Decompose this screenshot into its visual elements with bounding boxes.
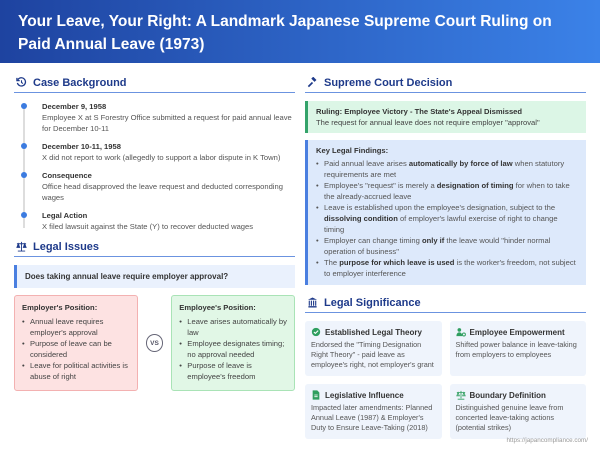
timeline-dot-icon <box>21 212 27 218</box>
card-text: Shifted power balance in leave-taking fr… <box>455 340 577 359</box>
section-title: Legal Issues <box>33 240 100 253</box>
card-title-text: Boundary Definition <box>469 390 546 400</box>
user-gear-icon <box>455 328 466 337</box>
section-title: Supreme Court Decision <box>324 76 453 89</box>
significance-heading: Legal Significance <box>305 293 586 313</box>
finding-item: Employer can change timing only if the l… <box>316 235 578 257</box>
scales-icon <box>16 241 27 252</box>
history-icon <box>16 77 27 87</box>
check-badge-icon <box>311 327 321 337</box>
timeline-dot-icon <box>21 103 27 109</box>
balance-icon <box>455 390 466 400</box>
finding-emphasis: dissolving condition <box>324 214 398 223</box>
list-item: Purpose of leave is employee's freedom <box>179 360 287 382</box>
employer-position-card: Employer's Position: Annual leave requir… <box>14 295 138 391</box>
card-title-text: Legislative Influence <box>325 390 404 400</box>
legal-question: Does taking annual leave require employe… <box>14 265 295 288</box>
finding-text: The <box>324 258 340 267</box>
ruling-box: Ruling: Employee Victory - The State's A… <box>305 101 586 133</box>
finding-text: of employer's lawful exercise of right t… <box>324 214 558 234</box>
employee-position-list: Leave arises automatically by lawEmploye… <box>179 316 287 382</box>
employee-position-card: Employee's Position: Leave arises automa… <box>171 295 295 391</box>
card-text: Endorsed the "Timing Designation Right T… <box>311 340 434 369</box>
gavel-icon <box>307 77 317 88</box>
finding-text: is the worker's freedom, not subject to … <box>324 258 576 278</box>
ruling-text: The request for annual leave does not re… <box>316 118 540 127</box>
employer-position-list: Annual leave requires employer's approva… <box>22 316 130 382</box>
finding-emphasis: only if <box>421 236 445 245</box>
card-text: Distinguished genuine leave from concert… <box>455 403 564 432</box>
finding-text: when statutory requirements are met <box>324 159 565 179</box>
timeline-text: Office head disapproved the leave reques… <box>42 182 283 202</box>
card-title: Established Legal Theory <box>311 327 436 337</box>
card-title-text: Established Legal Theory <box>325 327 422 337</box>
page-header: Your Leave, Your Right: A Landmark Japan… <box>0 0 600 63</box>
finding-emphasis: designation of timing <box>436 181 514 190</box>
finding-emphasis: automatically by force of law <box>408 159 513 168</box>
list-item: Employee designates timing; no approval … <box>179 338 287 360</box>
document-icon <box>312 390 320 400</box>
card-title: Boundary Definition <box>455 390 581 400</box>
finding-text: for when to take the already-accrued lea… <box>324 181 570 201</box>
finding-item: The purpose for which leave is used is t… <box>316 257 578 279</box>
positions-comparison: Employer's Position: Annual leave requir… <box>14 295 295 391</box>
ruling-title: Ruling: Employee Victory - The State's A… <box>316 107 523 116</box>
finding-text: Employer can change timing <box>324 236 422 245</box>
list-item: Leave arises automatically by law <box>179 316 287 338</box>
finding-text: Paid annual leave arises <box>324 159 409 168</box>
card-title: Employee's Position: <box>179 303 256 312</box>
timeline-text: Employee X at S Forestry Office submitte… <box>42 113 292 133</box>
timeline-date: Legal Action <box>42 211 88 220</box>
timeline-item: Legal Action X filed lawsuit against the … <box>21 210 295 232</box>
finding-emphasis: purpose for which leave is used <box>339 258 455 267</box>
source-url: https://japancompliance.com/ <box>506 437 588 444</box>
timeline-date: December 9, 1958 <box>42 102 107 111</box>
list-item: Annual leave requires employer's approva… <box>22 316 130 338</box>
finding-item: Paid annual leave arises automatically b… <box>316 158 578 180</box>
decision-heading: Supreme Court Decision <box>305 73 586 93</box>
finding-text: Leave is established upon the employee's… <box>324 203 556 212</box>
card-title: Employee Empowerment <box>455 327 581 337</box>
timeline-date: Consequence <box>42 171 92 180</box>
right-column: Supreme Court Decision Ruling: Employee … <box>305 63 586 439</box>
card-title: Employer's Position: <box>22 303 98 312</box>
legal-issues-heading: Legal Issues <box>14 237 295 257</box>
card-text: Impacted later amendments: Planned Annua… <box>311 403 433 432</box>
finding-item: Leave is established upon the employee's… <box>316 202 578 235</box>
finding-item: Employee's "request" is merely a designa… <box>316 180 578 202</box>
findings-title: Key Legal Findings: <box>316 146 389 155</box>
timeline-dot-icon <box>21 172 27 178</box>
timeline-text: X filed lawsuit against the State (Y) to… <box>42 222 254 231</box>
list-item: Purpose of leave can be considered <box>22 338 130 360</box>
list-item: Leave for political activities is abuse … <box>22 360 130 382</box>
timeline-dot-icon <box>21 143 27 149</box>
institution-icon <box>307 297 318 308</box>
case-background-heading: Case Background <box>14 73 295 93</box>
card-title-text: Employee Empowerment <box>469 327 565 337</box>
vs-badge: VS <box>145 334 164 352</box>
section-title: Legal Significance <box>324 296 421 309</box>
page-title: Your Leave, Your Right: A Landmark Japan… <box>18 13 552 53</box>
timeline-text: X did not report to work (allegedly to s… <box>42 153 281 162</box>
timeline-date: December 10-11, 1958 <box>42 142 121 151</box>
finding-text: the leave would "hinder normal operation… <box>324 236 551 256</box>
section-title: Case Background <box>33 76 127 89</box>
findings-list: Paid annual leave arises automatically b… <box>316 158 578 279</box>
finding-text: Employee's "request" is merely a <box>324 181 437 190</box>
timeline-item: December 10-11, 1958 X did not report to … <box>21 141 295 163</box>
card-title: Legislative Influence <box>311 390 436 400</box>
key-findings-box: Key Legal Findings: Paid annual leave ar… <box>305 140 586 285</box>
